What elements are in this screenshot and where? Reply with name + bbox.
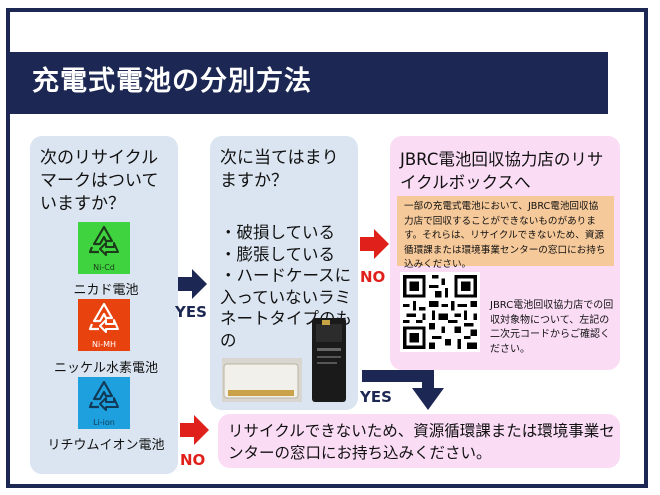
page-title: 充電式電池の分別方法 bbox=[32, 66, 312, 97]
chem-label: Li-ion bbox=[93, 418, 115, 427]
yes-label: YES bbox=[175, 303, 207, 321]
liion-label: リチウムイオン電池 bbox=[47, 438, 165, 453]
red-arrow-icon bbox=[180, 415, 209, 445]
recycle-icon bbox=[88, 225, 119, 256]
battery-photo bbox=[222, 318, 346, 402]
qr-code bbox=[400, 272, 480, 352]
nicd-recycle-mark: Ni-Cd bbox=[78, 222, 130, 274]
yes-label: YES bbox=[360, 388, 392, 406]
recycle-icon bbox=[88, 302, 119, 333]
nicd-label: ニカド電池 bbox=[73, 283, 139, 298]
qr-caption: JBRC電池回収協力店での回収対象物について、左記の二次元コードからご確認くださ… bbox=[490, 300, 614, 355]
chem-label: Ni-MH bbox=[91, 340, 116, 349]
navy-arrow-icon bbox=[362, 370, 444, 410]
chem-label: Ni-Cd bbox=[93, 263, 115, 272]
final-text: リサイクルできないため、資源循環課または環境事業センターの窓口にお持ち込みくださ… bbox=[228, 422, 615, 462]
navy-arrow-icon bbox=[178, 269, 207, 299]
final-panel bbox=[218, 414, 620, 468]
condition-item: ・膨張している bbox=[220, 244, 336, 264]
condition-item: ・破損している bbox=[220, 223, 336, 242]
title-bar bbox=[10, 52, 608, 114]
jbrc-note: 一部の充電式電池において、JBRC電池回収協力店で回収することができないものがあ… bbox=[397, 196, 614, 270]
no-label: NO bbox=[180, 451, 206, 469]
recycle-icon bbox=[88, 380, 119, 411]
nimh-label: ニッケル水素電池 bbox=[53, 361, 158, 376]
no-label: NO bbox=[360, 268, 386, 286]
mark-question: 次のリサイクルマークはついていますか？ bbox=[40, 148, 159, 214]
nimh-recycle-mark: Ni-MH bbox=[78, 299, 130, 351]
jbrc-heading: JBRC電池回収協力店のリサイクルボックスへ bbox=[400, 150, 604, 192]
condition-question: 次に当てはまりますか？ bbox=[220, 148, 339, 191]
red-arrow-icon bbox=[360, 229, 389, 259]
liion-recycle-mark: Li-ion bbox=[78, 377, 130, 429]
